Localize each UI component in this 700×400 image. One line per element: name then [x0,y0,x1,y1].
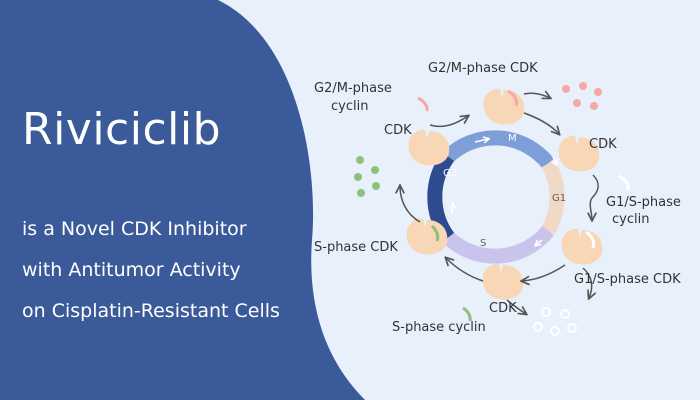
label-g1s-cdk: G1/S-phase CDK [574,272,681,287]
cdk-shape-left [408,129,450,166]
degraded-pink-dots [562,82,602,110]
subtitle-line-2: with Antitumor Activity [22,259,241,281]
label-cdk-left: CDK [384,123,412,138]
cyclin-s-free [462,306,472,322]
subtitle-line-1: is a Novel CDK Inhibitor [22,218,247,240]
label-cdk-top-right: CDK [589,137,617,152]
ring-arrow-g2 [452,204,453,214]
label-s-cyclin: S-phase cyclin [392,320,486,335]
cdk-shape-bottom [482,263,524,300]
title: Riviciclib [22,104,222,155]
ring-arrow-g1 [553,156,556,164]
cyclin-bound-g1s [585,230,596,249]
cyclin-g1s-free [618,174,630,191]
left-blue-panel [0,0,365,400]
ring-segment-s [442,225,555,264]
degraded-white-dots [533,307,577,336]
ring-arrow-m [474,139,488,142]
ring-segment-m [442,130,555,169]
ring-segment-g1 [541,159,565,235]
phase-label-g1: G1 [552,193,566,204]
phase-label-s: S [480,238,486,249]
cdk-shape-g2m [483,88,525,125]
cyclin-bound-g2m [507,89,518,107]
label-g1s-cyclin-line1: G1/S-phase [606,195,681,210]
pathway-arrows [400,93,599,314]
label-g2m-cdk: G2/M-phase CDK [428,61,538,76]
label-s-cdk: S-phase CDK [314,240,398,255]
cdk-shape-g1s [561,228,603,265]
cyclin-g2m-free [417,96,429,112]
phase-label-m: M [508,133,517,144]
degraded-green-dots [354,156,380,197]
label-g2m-cyclin-line2: cyclin [331,99,368,114]
label-g1s-cyclin-line2: cyclin [612,212,649,227]
phase-label-g2: G2 [443,168,457,179]
subtitle-line-3: on Cisplatin-Resistant Cells [22,300,280,322]
label-cdk-bottom: CDK [489,301,517,316]
cyclin-bound-s [430,224,440,242]
label-g2m-cyclin-line1: G2/M-phase [314,81,392,96]
ring-arrow-s [536,239,543,245]
cell-cycle-ring: M G1 S G2 [427,130,566,264]
